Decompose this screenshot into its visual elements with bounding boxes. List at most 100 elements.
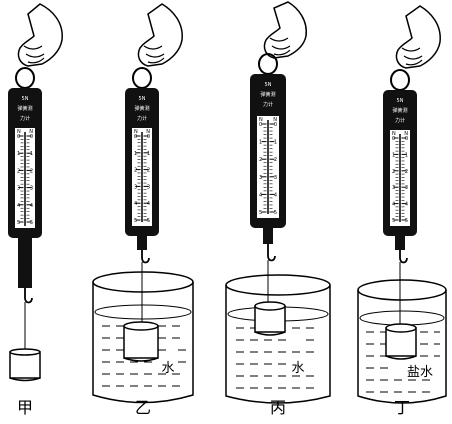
tick-label: 0 <box>147 134 150 140</box>
tick-label: 4 <box>392 202 395 208</box>
hook <box>267 244 276 262</box>
ring <box>132 67 152 89</box>
tick-label: 5 <box>259 210 262 216</box>
tick-label: 0 <box>30 134 33 140</box>
hand-icon <box>395 5 441 69</box>
tick-label: 4 <box>405 202 408 208</box>
unit-label: N <box>17 129 21 135</box>
scale-header: 5N <box>22 96 29 102</box>
scale-name-2: 力计 <box>263 101 273 108</box>
hook <box>399 250 408 264</box>
hook <box>141 250 150 264</box>
unit-label: N <box>29 129 33 135</box>
scale-name-1: 弹簧测 <box>260 91 275 98</box>
unit-label: N <box>259 117 263 123</box>
scale-header: 5N <box>397 98 404 104</box>
tick-group: 0 0 1 1 2 2 3 3 4 4 5 5 N N <box>134 129 150 224</box>
tick-label: 1 <box>274 140 277 146</box>
tick-label: 2 <box>392 169 395 175</box>
tick-label: 0 <box>274 122 277 128</box>
tick-label: 2 <box>17 168 20 174</box>
tick-label: 5 <box>274 210 277 216</box>
tick-label: 3 <box>134 184 137 190</box>
tick-label: 0 <box>134 134 137 140</box>
tick-label: 2 <box>30 168 33 174</box>
scale-name-2: 力计 <box>395 117 405 124</box>
tick-label: 1 <box>17 151 20 157</box>
tick-label: 1 <box>30 151 33 157</box>
unit-label: N <box>404 131 408 137</box>
scale-name-1: 弹簧测 <box>392 107 407 114</box>
tick-label: 3 <box>405 185 408 191</box>
scale-header: 5N <box>265 82 272 88</box>
caption-jia: 甲 <box>17 398 33 417</box>
beaker <box>225 274 331 404</box>
caption-yi: 乙 <box>135 398 151 417</box>
tick-label: 5 <box>392 218 395 224</box>
scale-rod <box>18 238 32 288</box>
unit-label: N <box>392 131 396 137</box>
liquid-label: 水 <box>161 361 174 376</box>
tick-label: 5 <box>17 220 20 226</box>
hand-icon <box>263 1 307 59</box>
unit-label: N <box>273 117 277 123</box>
scale-name-1: 弹簧测 <box>134 105 149 112</box>
hand-icon <box>137 3 183 67</box>
cylinder-weight <box>9 348 41 382</box>
tick-label: 4 <box>30 203 33 209</box>
tick-label: 2 <box>405 169 408 175</box>
scale-name-1: 弹簧测 <box>17 105 32 112</box>
hand-icon <box>17 3 63 67</box>
tick-label: 4 <box>134 201 137 207</box>
unit-label: N <box>146 129 150 135</box>
scale-rod <box>263 228 273 244</box>
tick-label: 1 <box>405 152 408 158</box>
tick-label: 2 <box>274 157 277 163</box>
tick-label: 5 <box>134 218 137 224</box>
tick-label: 1 <box>147 151 150 157</box>
tick-label: 1 <box>259 140 262 146</box>
tick-label: 2 <box>134 168 137 174</box>
tick-label: 4 <box>259 192 262 198</box>
tick-label: 0 <box>17 134 20 140</box>
beaker <box>357 279 447 404</box>
cylinder-weight <box>254 301 286 336</box>
tick-label: 4 <box>147 201 150 207</box>
ring <box>15 67 35 89</box>
tick-label: 4 <box>17 203 20 209</box>
scale-rod <box>137 236 147 250</box>
liquid-label: 盐水 <box>407 365 433 380</box>
tick-label: 2 <box>147 168 150 174</box>
hook <box>24 288 33 304</box>
scale-header: 5N <box>139 96 146 102</box>
tick-label: 3 <box>30 186 33 192</box>
liquid-label: 水 <box>291 361 304 376</box>
cylinder-weight <box>385 323 417 360</box>
tick-label: 3 <box>147 184 150 190</box>
tick-label: 3 <box>392 185 395 191</box>
scale-name-2: 力计 <box>137 115 147 122</box>
tick-label: 1 <box>392 152 395 158</box>
tick-label: 2 <box>259 157 262 163</box>
tick-label: 4 <box>274 192 277 198</box>
ring <box>390 69 410 91</box>
scale-rod <box>395 236 405 250</box>
tick-label: 5 <box>147 218 150 224</box>
scale-name-2: 力计 <box>20 115 30 122</box>
tick-label: 5 <box>405 218 408 224</box>
unit-label: N <box>134 129 138 135</box>
tick-label: 1 <box>134 151 137 157</box>
cylinder-weight <box>123 321 159 362</box>
beaker <box>92 271 194 404</box>
tick-label: 0 <box>405 136 408 142</box>
water-dashes <box>236 327 314 389</box>
caption-ding: 丁 <box>394 398 410 417</box>
